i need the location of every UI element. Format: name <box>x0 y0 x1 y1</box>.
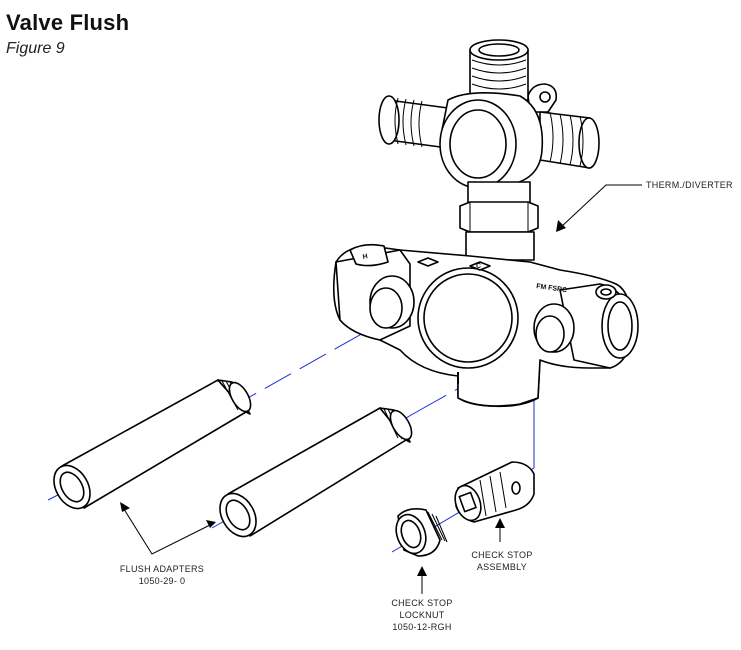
therm-diverter-label: THERM./DIVERTER <box>646 180 733 190</box>
flush-adapter-right <box>219 407 413 538</box>
check-stop-assembly-label-line2: ASSEMBLY <box>477 562 527 572</box>
leader-lines <box>120 184 642 594</box>
therm-diverter-valve: H C FM FSRC <box>332 39 639 408</box>
assembly-arrowhead <box>495 518 505 528</box>
flush-adapters-arrowhead-right <box>206 520 216 528</box>
flow-mark: FM FSRC <box>536 283 568 294</box>
check-stop-assembly-label-line1: CHECK STOP <box>471 550 532 560</box>
flush-adapters-arrowhead-left <box>120 502 130 512</box>
therm-diverter-arrowhead <box>556 220 566 232</box>
hot-mark: H <box>362 253 368 261</box>
flush-adapters-leader <box>121 505 213 555</box>
check-stop-locknut <box>395 508 448 557</box>
flush-adapters-part-number: 1050-29- 0 <box>139 576 186 586</box>
locknut-arrowhead <box>417 566 427 576</box>
check-stop-locknut-label-line1: CHECK STOP <box>391 598 452 608</box>
page-title: Valve Flush <box>6 10 130 35</box>
axis-check-stop-lead <box>533 394 536 468</box>
flush-adapters-label: FLUSH ADAPTERS <box>120 564 204 574</box>
therm-diverter-leader <box>559 184 642 229</box>
check-stop-locknut-label-line2: LOCKNUT <box>399 610 444 620</box>
axis-left-dashed <box>229 317 391 409</box>
check-stop-assembly <box>454 461 535 523</box>
check-stop-locknut-part-number: 1050-12-RGH <box>392 622 451 632</box>
flush-adapter-left <box>53 379 252 510</box>
figure-caption: Figure 9 <box>6 40 65 57</box>
cold-mark: C <box>476 263 481 270</box>
